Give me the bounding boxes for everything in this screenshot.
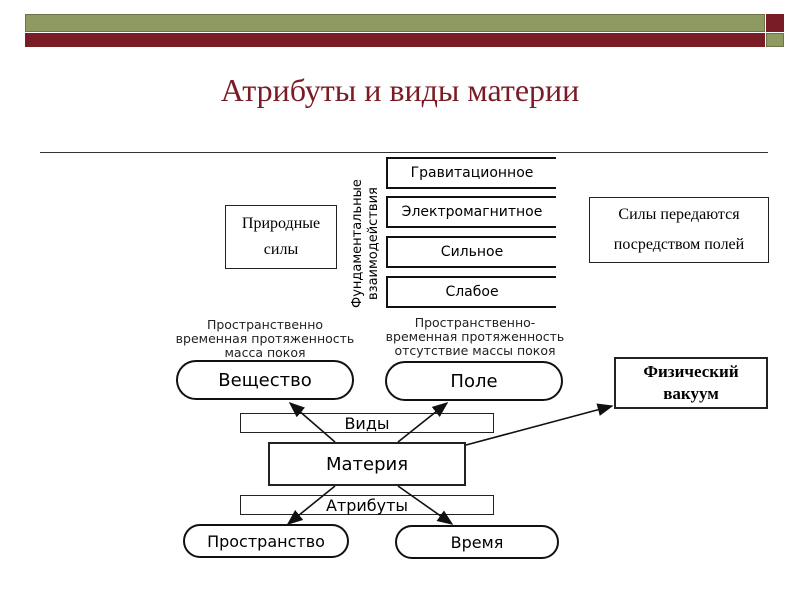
force-weak: Слабое <box>386 276 556 308</box>
natural-forces-line1: Природные <box>241 215 321 232</box>
fields-note-box: Силы передаются посредством полей <box>589 197 769 263</box>
header-corner-bottom <box>766 33 784 47</box>
field-caption-line1: Пространственно- <box>414 315 536 330</box>
attributes-band: Атрибуты <box>240 495 494 515</box>
substance-node: Вещество <box>176 360 354 400</box>
header-bar-top <box>25 14 765 32</box>
arrow-matter-to-field <box>397 402 449 443</box>
title-divider <box>40 152 768 153</box>
natural-forces-box: Природные силы <box>225 205 337 269</box>
field-caption: Пространственно- временная протяженность… <box>370 316 580 358</box>
fields-note-line2: посредством полей <box>613 236 745 253</box>
substance-caption-line2: временная протяженность <box>175 331 355 346</box>
force-strong: Сильное <box>386 236 556 268</box>
space-node: Пространство <box>183 524 349 558</box>
header-corner-top <box>766 14 784 32</box>
arrow-matter-to-space <box>286 485 336 526</box>
physical-vacuum-box: Физический вакуум <box>614 357 768 409</box>
physical-vacuum-line1: Физический <box>643 362 739 381</box>
physical-vacuum-line2: вакуум <box>663 384 719 403</box>
arrow-matter-to-time <box>397 485 454 525</box>
natural-forces-line2: силы <box>263 241 299 258</box>
fields-note-line1: Силы передаются <box>618 206 740 223</box>
force-electromagnetic: Электромагнитное <box>386 196 556 228</box>
kinds-band: Виды <box>240 413 494 433</box>
substance-caption: Пространственно временная протяженность … <box>160 318 370 360</box>
matter-node: Материя <box>268 442 466 486</box>
field-node: Поле <box>385 361 563 401</box>
arrow-matter-to-substance <box>288 401 336 443</box>
header-bar-bottom <box>25 33 765 47</box>
field-caption-line2: временная протяженность <box>385 329 565 344</box>
slide-title: Атрибуты и виды материи <box>220 72 580 108</box>
substance-caption-line3: масса покоя <box>224 345 306 360</box>
substance-caption-line1: Пространственно <box>206 317 324 332</box>
force-gravitational: Гравитационное <box>386 157 556 189</box>
arrow-matter-to-vacuum <box>465 403 614 446</box>
field-caption-line3: отсутствие массы покоя <box>394 343 556 358</box>
time-node: Время <box>395 525 559 559</box>
